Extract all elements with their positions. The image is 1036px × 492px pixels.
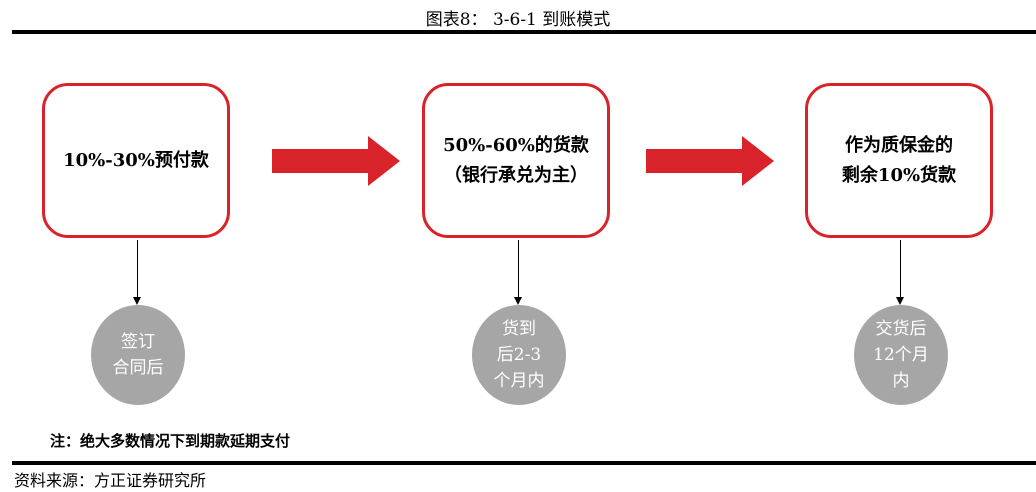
source-text: 资料来源：方正证券研究所 (14, 471, 207, 490)
timing-circle-2: 货到 后2-3 个月内 (472, 305, 566, 405)
right-arrow-icon (646, 136, 774, 186)
footnote: 注：绝大多数情况下到期款延期支付 (50, 432, 291, 450)
down-arrow-icon (514, 240, 522, 305)
down-arrow-icon (896, 240, 904, 305)
bottom-rule (12, 461, 1036, 465)
step-box-3: 作为质保金的 剩余10%货款 (805, 83, 993, 238)
top-rule (12, 30, 1036, 34)
step-box-1: 10%-30%预付款 (42, 83, 230, 238)
timing-circle-3: 交货后 12个月 内 (854, 305, 948, 405)
right-arrow-icon (272, 136, 400, 186)
figure-title: 图表8： 3-6-1 到账模式 (425, 10, 611, 30)
down-arrow-icon (133, 240, 141, 305)
step-box-2: 50%-60%的货款 （银行承兑为主） (422, 83, 610, 238)
timing-circle-1: 签订 合同后 (91, 305, 185, 405)
